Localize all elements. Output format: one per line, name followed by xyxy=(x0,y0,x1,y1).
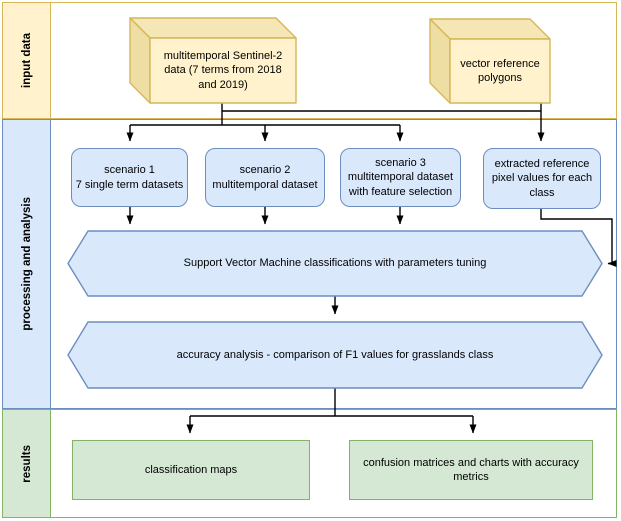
svm-hexagon-shape xyxy=(67,230,603,297)
cube-front-face xyxy=(149,37,297,104)
node-classification-maps: classification maps xyxy=(72,440,310,500)
cube-top-face xyxy=(129,17,297,39)
node-scenario-3: scenario 3 multitemporal dataset with fe… xyxy=(340,148,461,207)
lane-processing-analysis-header: processing and analysis xyxy=(3,120,51,408)
connector-arrows xyxy=(126,103,617,434)
vector-cube-shape xyxy=(429,18,551,104)
lane-input-data-header: input data xyxy=(3,3,51,118)
accuracy-hexagon-shape xyxy=(67,321,603,389)
cube-front-face xyxy=(449,38,551,104)
node-scenario-1: scenario 1 7 single term datasets xyxy=(71,148,188,207)
cube-top-face xyxy=(429,18,551,40)
node-extracted-reference-pixels: extracted reference pixel values for eac… xyxy=(483,148,601,209)
node-scenario-2: scenario 2 multitemporal dataset xyxy=(205,148,325,207)
connector-extracted-to-svm xyxy=(540,209,617,267)
sentinel-cube-shape xyxy=(129,17,297,104)
lane-results-header: results xyxy=(3,410,51,517)
node-confusion-matrices: confusion matrices and charts with accur… xyxy=(349,440,593,500)
